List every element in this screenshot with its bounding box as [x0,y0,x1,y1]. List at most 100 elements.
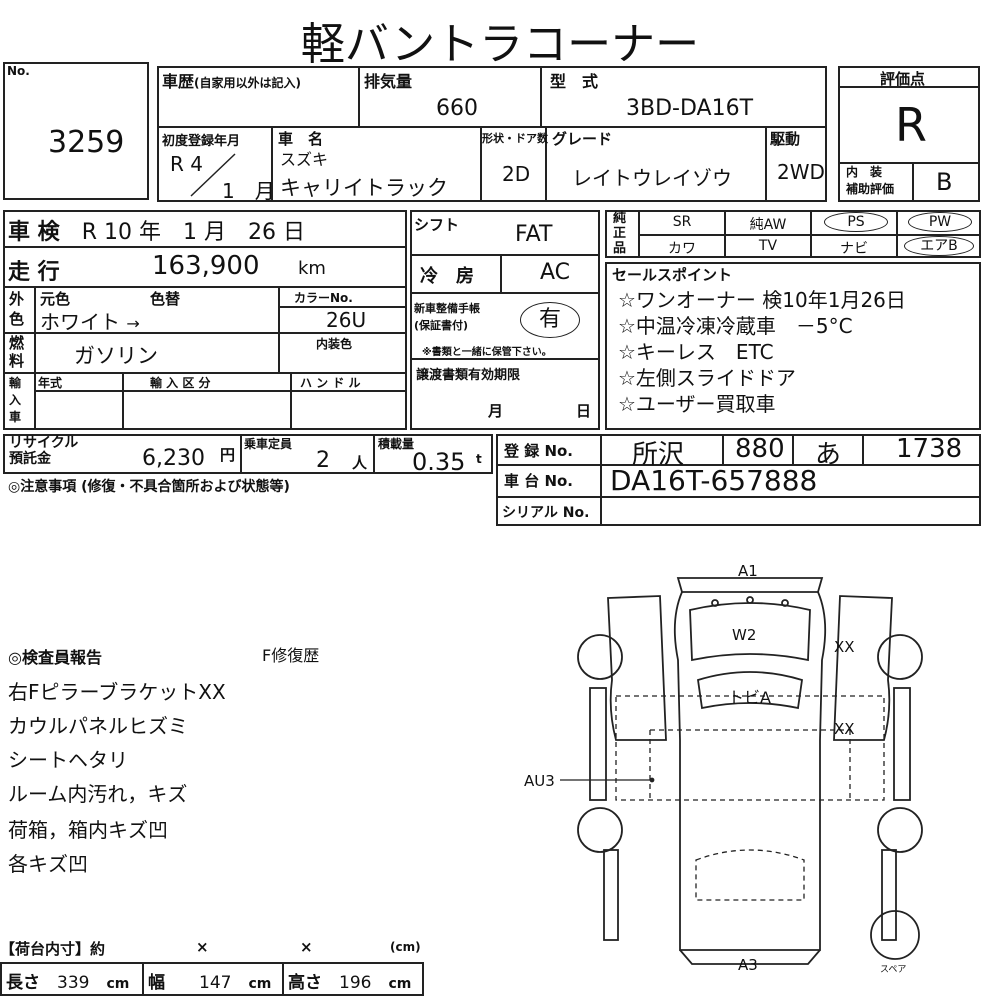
mileage-unit: km [298,258,326,279]
load-label: 積載量 [378,437,415,451]
inspector-repair: F修復歴 [262,646,320,665]
mileage-label: 走 行 [8,260,60,285]
vehicle-diagram [560,577,923,965]
shift-value: FAT [515,222,553,247]
recycle-value: 6,230 [142,446,205,471]
diagram-xx-2: XX [834,720,855,738]
shift-label: シフト [414,216,460,234]
rating-label: 評価点 [880,70,926,88]
middle-info-grid [410,210,600,430]
registration-grid [496,434,981,526]
import-handle-label: ハ ン ド ル [300,376,361,390]
lot-label: No. [7,64,30,78]
chassis-value: DA16T-657888 [610,464,818,497]
transfer-label: 譲渡書類有効期限 [416,368,521,383]
inspector-line-1: 右FピラーブラケットXX [8,680,226,704]
sales-point-3: ☆キーレス ETC [618,340,774,364]
diagram-w2: W2 [732,626,757,644]
inspection-row: 車 検 R 10 年 1 月 26 日 [8,220,306,245]
left-info-grid [3,210,407,430]
fuel-label: 燃料 [9,334,25,370]
reg-class: 880 [735,434,785,464]
doors-label: 形状・ドア数 [482,132,548,145]
serial-label: シリアル No. [502,505,590,521]
import-type-label: 輸 入 区 分 [150,376,211,390]
mileage-value: 163,900 [152,251,260,281]
outer-color-label: 外色 [9,290,25,328]
first-reg-era: R 4 [170,152,203,176]
capacity-unit: 人 [352,454,368,472]
model-value: 3BD-DA16T [626,96,754,121]
diagram-a1: A1 [738,562,758,580]
reg-area: 所沢 [632,440,685,470]
inspector-line-4: ルーム内汚れ，キズ [8,782,188,806]
interior-label: 内 装補助評価 [846,165,895,196]
page-title: 軽バントラコーナー [300,19,700,70]
recycle-grid [3,434,493,474]
import-year-label: 年式 [38,376,63,390]
diagram-topia: トビA [728,688,771,707]
first-reg-month: 1 月 [222,179,275,203]
cargo-x1: × [196,938,209,956]
import-label: 輸入車 [9,376,22,424]
aircon-value: AC [540,260,571,285]
color-code: 26U [326,308,367,332]
interior-value: B [936,168,953,196]
cargo-x2: × [300,938,313,956]
recycle-label: リサイクル預託金 [9,435,79,467]
car-maker: スズキ [280,150,329,169]
equip-navi: ナビ [840,241,868,257]
load-value: 0.35 [412,448,466,476]
capacity-label: 乗車定員 [244,437,293,451]
sales-point-1: ☆ワンオーナー 検10年1月26日 [618,288,906,312]
inspector-label: ◎検査員報告 [8,648,102,667]
registration-label: 登 録 No. [504,442,574,460]
cargo-label: 【荷台内寸】約 [0,940,106,958]
equipment-label: 純正品 [613,211,627,256]
load-unit: t [476,452,482,466]
diagram-au3: AU3 [524,772,555,790]
color-value: ホワイト → [40,310,140,334]
grade-value: レイトウレイゾウ [572,166,732,190]
manual-label: 新車整備手帳(保証書付) [414,302,480,332]
equip-airbag: エアB [904,236,974,256]
cargo-width: 幅 147 cm [148,973,272,993]
lot-number: 3259 [48,125,125,160]
equip-aw: 純AW [749,217,787,233]
manual-note: ※書類と一緒に保管下さい。 [422,347,552,358]
sales-point-4: ☆左側スライドドア [618,366,796,390]
sales-point-2: ☆中温冷凍冷蔵車 －5°C [618,314,853,338]
first-reg-label: 初度登録年月 [162,134,241,149]
lot-box [3,62,149,200]
transfer-month: 月 [488,402,504,420]
fuel-value: ガソリン [74,344,158,368]
displacement-value: 660 [436,96,478,121]
cargo-height: 高さ 196 cm [288,973,412,993]
interior-color-label: 内装色 [316,337,353,351]
orig-color-label: 元色 [40,290,71,308]
equip-leather: カワ [668,241,696,257]
history-label: 車歴(自家用以外は記入) [162,72,301,91]
displacement-label: 排気量 [364,72,413,91]
color-change-label: 色替 [150,290,181,308]
cargo-unit-label: (cm) [390,940,421,954]
sales-points-box [605,262,981,430]
inspector-line-2: カウルパネルヒズミ [8,714,188,738]
equip-sr: SR [672,214,692,230]
sales-point-5: ☆ユーザー買取車 [618,392,776,416]
sales-label: セールスポイント [612,266,733,284]
equip-pw: PW [908,212,972,232]
car-name-label: 車 名 [278,130,324,148]
capacity-value: 2 [316,448,330,473]
transfer-day: 日 [576,402,592,420]
rating-value: R [895,98,927,152]
caution-label: ◎注意事項 (修復・不具合箇所および状態等) [8,479,290,495]
reg-kana: あ [815,440,842,470]
equip-tv: TV [758,238,778,254]
chassis-label: 車 台 No. [504,472,574,490]
grade-label: グレード [552,130,613,148]
diagram-spare: スペア [880,965,907,975]
drive-value: 2WD [777,160,825,184]
cargo-grid [0,962,424,996]
equip-ps: PS [824,212,888,232]
